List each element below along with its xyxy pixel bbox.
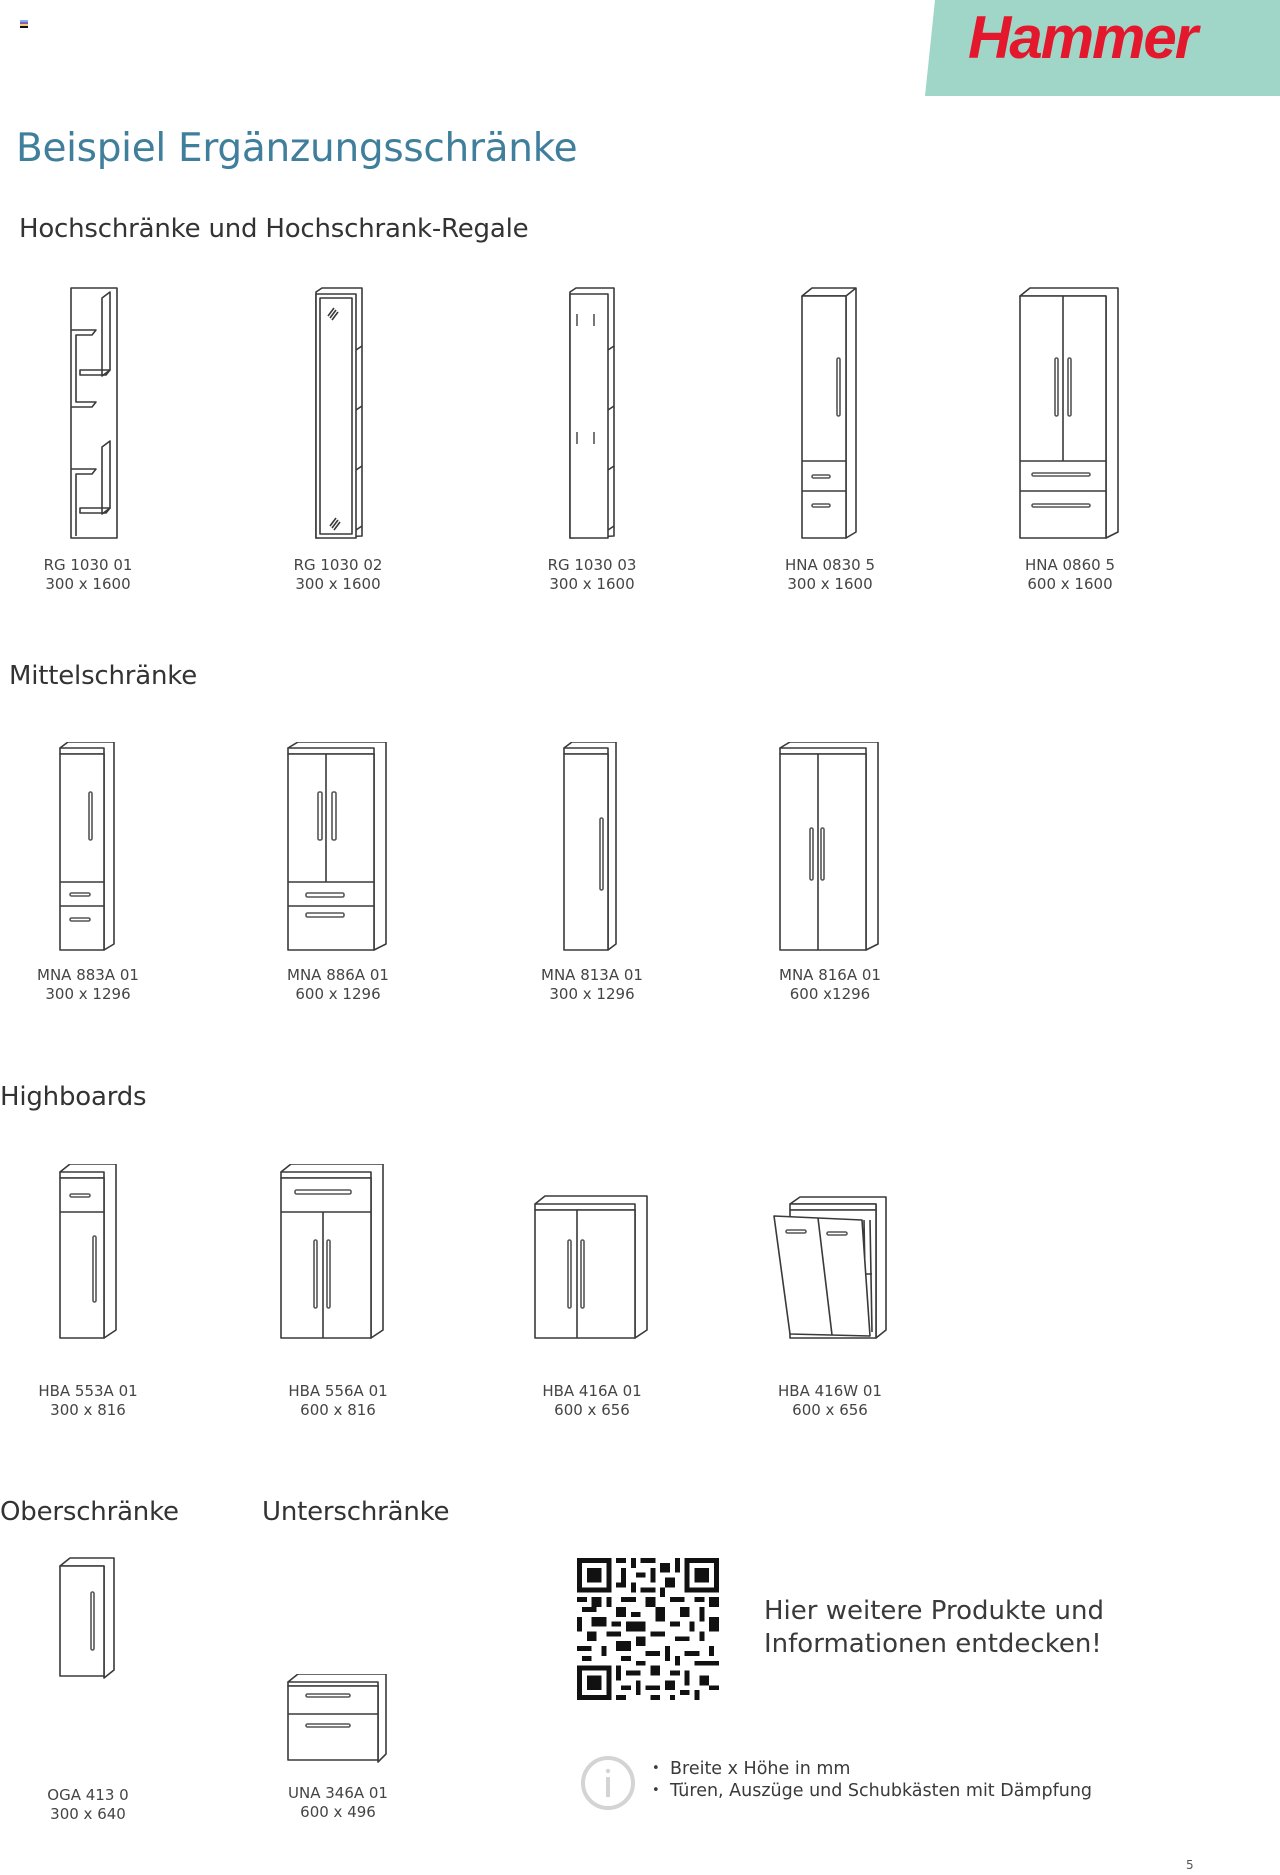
promo-line-1: Hier weitere Produkte und: [764, 1596, 1104, 1626]
section-title-highboards: Highboards: [0, 1082, 147, 1112]
product-size: 300 x 816: [50, 1401, 126, 1419]
product-rg-1030-01[interactable]: RG 1030 01 300 x 1600: [0, 286, 188, 594]
product-code: UNA 346A 01: [288, 1784, 388, 1802]
product-size: 600 x 816: [300, 1401, 376, 1419]
product-code: HNA 0830 5: [784, 556, 875, 574]
product-size: 600 x 1296: [295, 985, 381, 1003]
section-title-oberschraenke: Oberschränke: [0, 1497, 179, 1527]
product-size: 300 x 1600: [787, 575, 873, 593]
info-bullet: Türen, Auszüge und Schubkästen mit Dämpf…: [652, 1780, 1092, 1802]
promo-line-2: Informationen entdecken!: [764, 1629, 1102, 1659]
tall-cabinet-2doors-2drawers-icon: [1019, 287, 1119, 539]
mid-cabinet-1door-2drawers-icon: [59, 742, 115, 951]
product-code: RG 1030 01: [43, 556, 133, 574]
product-code: OGA 413 0: [47, 1786, 129, 1804]
highboard-2doors-icon: [534, 1195, 648, 1339]
product-code: MNA 816A 01: [779, 966, 881, 984]
product-hna-0860-5[interactable]: HNA 0860 5 600 x 1600: [970, 286, 1170, 594]
product-rg-1030-02[interactable]: RG 1030 02 300 x 1600: [238, 286, 438, 594]
highboard-drawer-2doors-icon: [280, 1164, 384, 1339]
product-size: 600 x1296: [789, 985, 871, 1003]
product-mna-886a-01[interactable]: MNA 886A 01 600 x 1296: [238, 742, 438, 1004]
product-code: HBA 556A 01: [288, 1382, 388, 1400]
highboard-drawer-door-icon: [59, 1164, 117, 1339]
product-size: 300 x 1296: [45, 985, 131, 1003]
base-cabinet-2drawers-icon: [287, 1674, 387, 1763]
product-hba-416w-01[interactable]: HBA 416W 01 600 x 656: [730, 1164, 930, 1420]
mid-cabinet-2doors-icon: [779, 742, 879, 951]
product-size: 300 x 1296: [549, 985, 635, 1003]
product-code: MNA 886A 01: [287, 966, 389, 984]
product-hna-0830-5[interactable]: HNA 0830 5 300 x 1600: [730, 286, 930, 594]
product-code: RG 1030 02: [293, 556, 383, 574]
product-size: 300 x 1600: [549, 575, 635, 593]
product-code: HBA 416A 01: [542, 1382, 642, 1400]
product-code: MNA 883A 01: [37, 966, 139, 984]
product-code: HBA 553A 01: [38, 1382, 138, 1400]
product-hba-556a-01[interactable]: HBA 556A 01 600 x 816: [238, 1164, 438, 1420]
product-mna-816a-01[interactable]: MNA 816A 01 600 x1296: [730, 742, 930, 1004]
tall-cabinet-1door-2drawers-icon: [801, 287, 857, 539]
section-title-unterschraenke: Unterschränke: [262, 1497, 450, 1527]
language-flag-icon: [20, 20, 28, 28]
product-hba-553a-01[interactable]: HBA 553A 01 300 x 816: [0, 1164, 188, 1420]
info-bullet: Breite x Höhe in mm: [652, 1758, 1092, 1780]
product-size: 300 x 1600: [45, 575, 131, 593]
section-title-mittelschraenke: Mittelschränke: [9, 661, 198, 691]
qr-code-icon[interactable]: [577, 1558, 719, 1700]
product-mna-883a-01[interactable]: MNA 883A 01 300 x 1296: [0, 742, 188, 1004]
info-icon: [580, 1755, 636, 1811]
product-size: 600 x 656: [792, 1401, 868, 1419]
mid-cabinet-2doors-2drawers-icon: [287, 742, 387, 951]
highboard-laundry-tilt-icon: [773, 1196, 887, 1339]
product-size: 300 x 640: [50, 1805, 126, 1823]
brand-banner: [925, 0, 1280, 96]
product-code: MNA 813A 01: [541, 966, 643, 984]
mirror-rack-icon: [315, 287, 363, 539]
product-mna-813a-01[interactable]: MNA 813A 01 300 x 1296: [492, 742, 692, 1004]
info-list: Breite x Höhe in mm Türen, Auszüge und S…: [652, 1758, 1092, 1802]
page-title: Beispiel Ergänzungsschränke: [16, 126, 578, 171]
product-size: 600 x 496: [300, 1803, 376, 1821]
product-size: 600 x 1600: [1027, 575, 1113, 593]
product-rg-1030-03[interactable]: RG 1030 03 300 x 1600: [492, 286, 692, 594]
section-title-hochschraenke: Hochschränke und Hochschrank-Regale: [19, 214, 529, 244]
product-code: RG 1030 03: [547, 556, 637, 574]
product-code: HBA 416W 01: [778, 1382, 882, 1400]
hammer-logo[interactable]: Hammer: [968, 4, 1198, 71]
product-hba-416a-01[interactable]: HBA 416A 01 600 x 656: [492, 1164, 692, 1420]
promo-text: Hier weitere Produkte und Informationen …: [764, 1595, 1104, 1661]
hook-rack-icon: [569, 287, 615, 539]
page-number: 5: [1186, 1858, 1194, 1872]
product-size: 600 x 656: [554, 1401, 630, 1419]
product-una-346a-01[interactable]: UNA 346A 01 600 x 496: [238, 1674, 438, 1822]
mid-cabinet-1door-icon: [563, 742, 617, 951]
wall-cabinet-icon: [59, 1557, 115, 1679]
product-code: HNA 0860 5: [1024, 556, 1115, 574]
product-size: 300 x 1600: [295, 575, 381, 593]
product-oga-413-0[interactable]: OGA 413 0 300 x 640: [0, 1556, 188, 1824]
shelf-rack-icon: [70, 287, 118, 539]
